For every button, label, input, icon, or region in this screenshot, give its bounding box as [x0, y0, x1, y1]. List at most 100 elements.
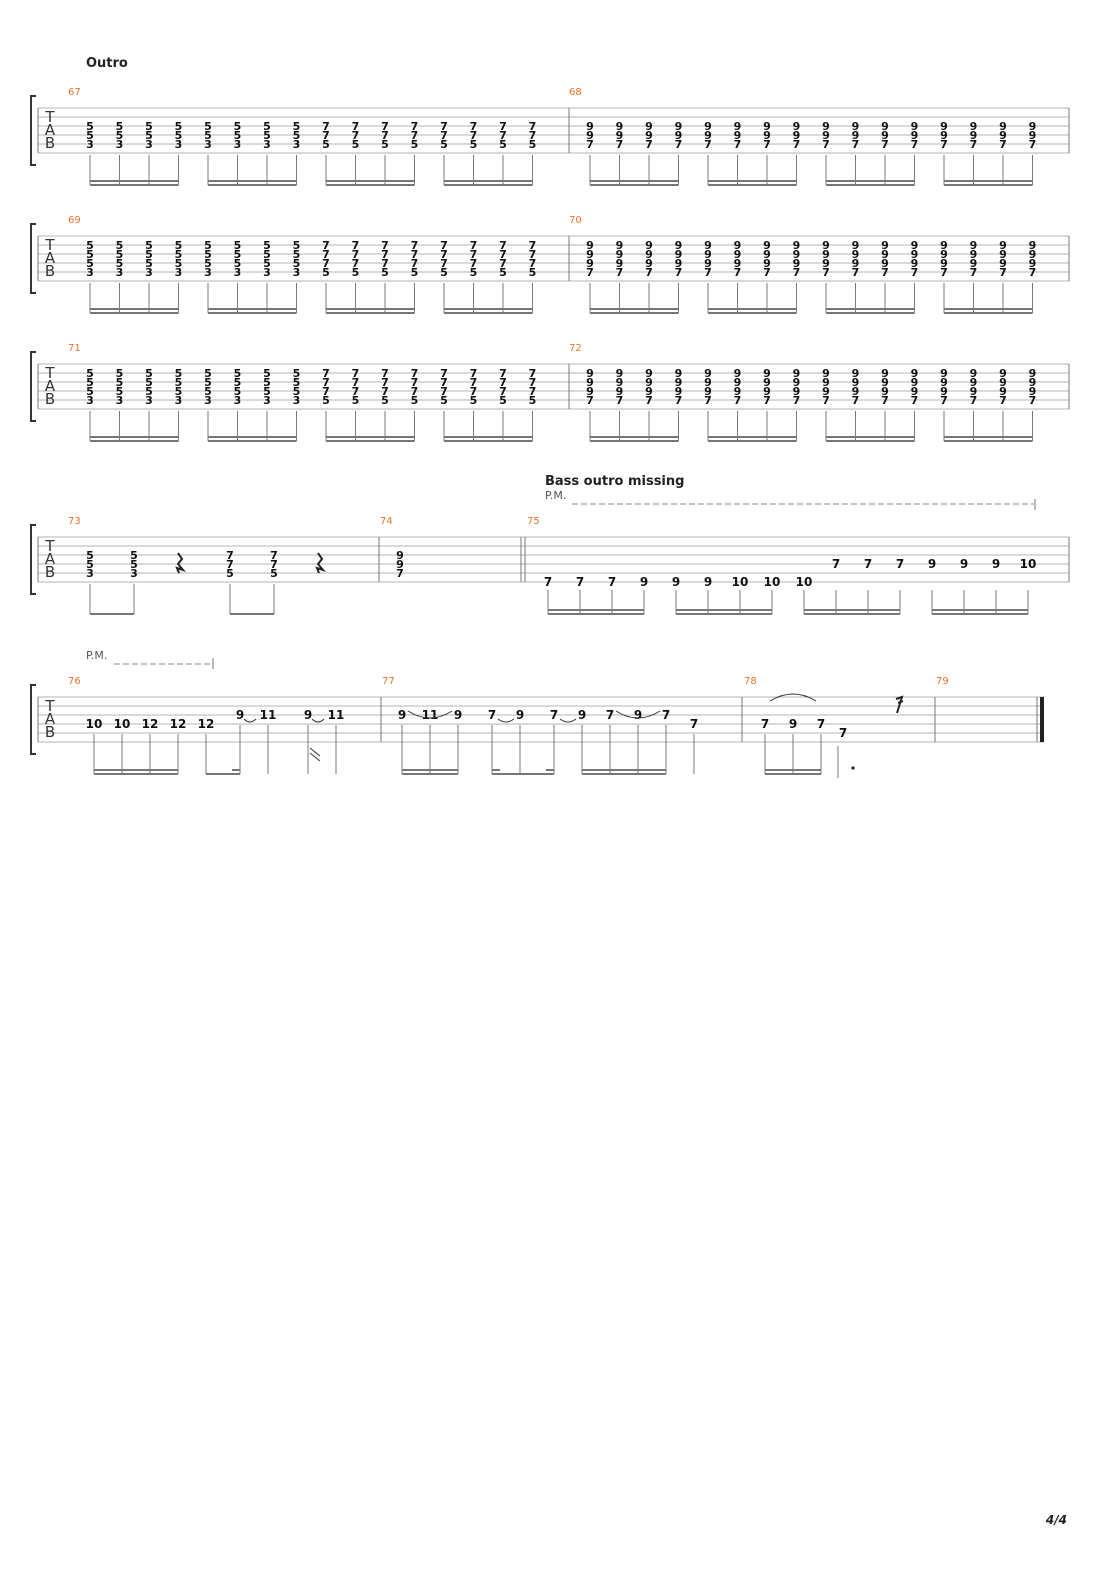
fret-number: 9: [911, 376, 919, 389]
fret-number: 9: [970, 385, 978, 398]
fret-number: 3: [234, 138, 242, 151]
fret-number: 7: [616, 138, 624, 151]
fret-number: 9: [940, 120, 948, 133]
fret-number: 7: [616, 394, 624, 407]
fret-number: 12: [198, 717, 215, 731]
fret-number: 9: [1029, 248, 1037, 261]
fret-number: 9: [881, 257, 889, 270]
fret-number: 3: [293, 266, 301, 279]
fret-number: 5: [470, 394, 478, 407]
fret-number: 7: [734, 394, 742, 407]
fret-number: 5: [175, 239, 183, 252]
fret-number: 9: [793, 248, 801, 261]
fret-number: 5: [470, 138, 478, 151]
fret-number: 9: [586, 248, 594, 261]
fret-number: 5: [86, 385, 94, 398]
tab-clef-letter: T: [44, 697, 55, 715]
fret-number: 7: [550, 708, 558, 722]
fret-number: 5: [175, 257, 183, 270]
fret-number: 3: [86, 266, 94, 279]
fret-number: 9: [911, 248, 919, 261]
fret-number: 7: [322, 120, 330, 133]
fret-number: 7: [499, 376, 507, 389]
measure-number: 78: [744, 676, 757, 687]
tab-clef-letter: B: [45, 723, 55, 741]
measure-number: 67: [68, 87, 81, 98]
palm-mute-label-2: P.M.: [86, 649, 107, 662]
measure-number: 71: [68, 343, 81, 354]
measure-number: 74: [380, 516, 393, 527]
fret-number: 5: [263, 385, 271, 398]
fret-number: 7: [411, 367, 419, 380]
fret-number: 5: [234, 120, 242, 133]
fret-number: 9: [734, 367, 742, 380]
fret-number: 9: [911, 257, 919, 270]
fret-number: 3: [145, 266, 153, 279]
fret-number: 9: [793, 376, 801, 389]
fret-number: 9: [675, 248, 683, 261]
fret-number: 9: [852, 120, 860, 133]
fret-number: 9: [734, 120, 742, 133]
fret-number: 9: [586, 367, 594, 380]
fret-number: 7: [896, 557, 904, 571]
fret-number: 7: [881, 394, 889, 407]
fret-number: 9: [616, 376, 624, 389]
fret-number: 7: [763, 266, 771, 279]
fret-number: 5: [175, 248, 183, 261]
fret-number: 9: [675, 257, 683, 270]
fret-number: 9: [645, 257, 653, 270]
fret-number: 7: [470, 248, 478, 261]
fret-number: 3: [130, 567, 138, 580]
fret-number: 9: [999, 120, 1007, 133]
fret-number: 5: [440, 266, 448, 279]
fret-number: 3: [145, 138, 153, 151]
fret-number: 5: [86, 239, 94, 252]
fret-number: 7: [793, 394, 801, 407]
fret-number: 5: [116, 257, 124, 270]
fret-number: 5: [86, 558, 94, 571]
fret-number: 9: [675, 239, 683, 252]
fret-number: 5: [116, 129, 124, 142]
fret-number: 9: [881, 248, 889, 261]
fret-number: 5: [116, 376, 124, 389]
fret-number: 9: [586, 385, 594, 398]
fret-number: 9: [852, 239, 860, 252]
fret-number: 7: [529, 248, 537, 261]
fret-number: 5: [86, 367, 94, 380]
fret-number: 9: [586, 257, 594, 270]
fret-number: 5: [293, 257, 301, 270]
fret-number: 5: [86, 376, 94, 389]
fret-number: 9: [789, 717, 797, 731]
fret-number: 7: [529, 239, 537, 252]
fret-number: 9: [645, 120, 653, 133]
fret-number: 9: [763, 248, 771, 261]
measure-number: 69: [68, 215, 81, 226]
measure-number: 70: [569, 215, 582, 226]
fret-number: 5: [440, 138, 448, 151]
fret-number: 9: [940, 376, 948, 389]
fret-number: 5: [116, 239, 124, 252]
fret-number: 9: [1029, 120, 1037, 133]
fret-number: 7: [940, 394, 948, 407]
fret-number: 5: [352, 138, 360, 151]
slur: [311, 718, 325, 723]
fret-number: 7: [529, 257, 537, 270]
fret-number: 7: [940, 266, 948, 279]
fret-number: 7: [608, 575, 616, 589]
fret-number: 7: [704, 394, 712, 407]
fret-number: 7: [322, 239, 330, 252]
fret-number: 5: [352, 394, 360, 407]
fret-number: 9: [999, 257, 1007, 270]
fret-number: 9: [970, 248, 978, 261]
fret-number: 9: [645, 385, 653, 398]
fret-number: 5: [204, 248, 212, 261]
slur: [497, 718, 515, 723]
tab-clef-letter: T: [44, 364, 55, 382]
fret-number: 5: [130, 558, 138, 571]
fret-number: 9: [586, 129, 594, 142]
tab-clef-letter: A: [45, 377, 56, 395]
fret-number: 9: [645, 239, 653, 252]
fret-number: 5: [263, 376, 271, 389]
fret-number: 5: [86, 120, 94, 133]
fret-number: 5: [293, 385, 301, 398]
